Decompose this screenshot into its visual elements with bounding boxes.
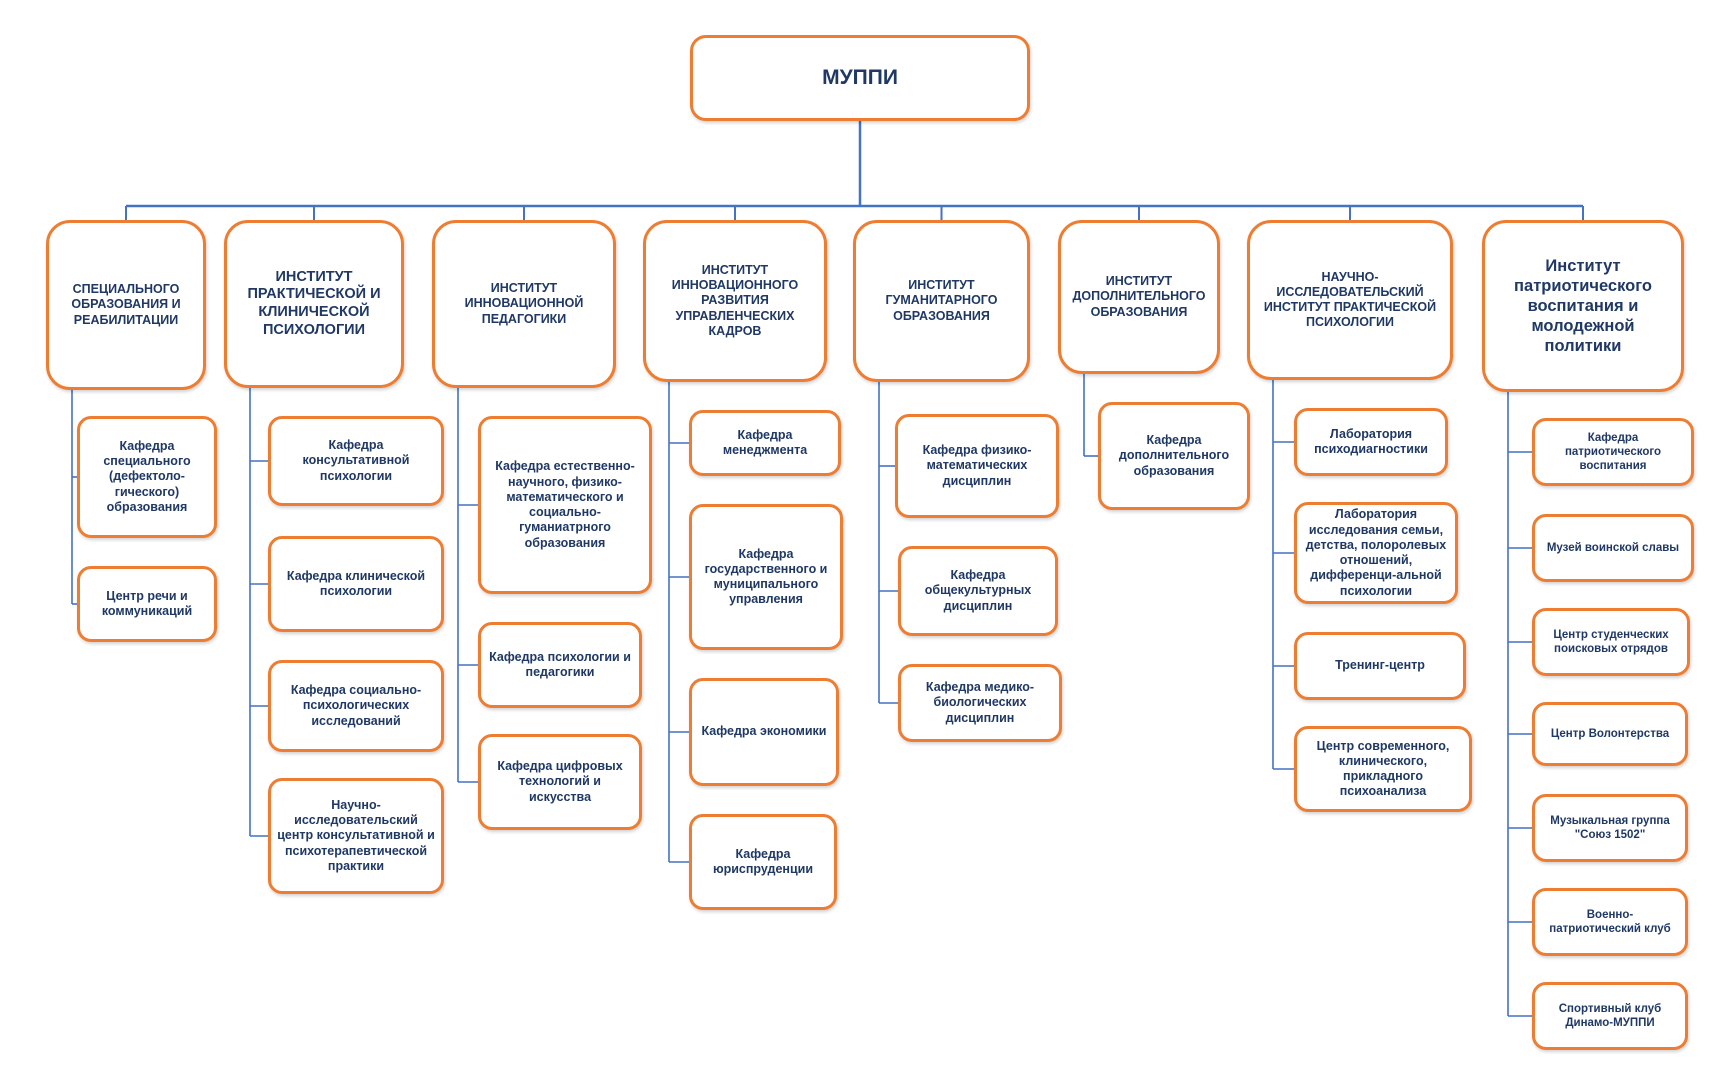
unit-state-municipal-dept: Кафедра государственного и муниципальног… bbox=[689, 504, 843, 650]
unit-student-search-teams-center: Центр студенческих поисковых отрядов bbox=[1532, 608, 1690, 676]
institute-humanities: ИНСТИТУТ ГУМАНИТАРНОГО ОБРАЗОВАНИЯ bbox=[853, 220, 1030, 382]
institute-practical-clinical-psychology: ИНСТИТУТ ПРАКТИЧЕСКОЙ И КЛИНИЧЕСКОЙ ПСИХ… bbox=[224, 220, 404, 388]
institute-research-practical-psychology: НАУЧНО-ИССЛЕДОВАТЕЛЬСКИЙ ИНСТИТУТ ПРАКТИ… bbox=[1247, 220, 1453, 380]
institute-management-personnel: ИНСТИТУТ ИННОВАЦИОННОГО РАЗВИТИЯ УПРАВЛЕ… bbox=[643, 220, 827, 382]
unit-clinical-psychology-dept: Кафедра клинической психологии bbox=[268, 536, 444, 632]
unit-management-dept: Кафедра менеджмента bbox=[689, 410, 841, 476]
unit-medical-biology-dept: Кафедра медико-биологических дисциплин bbox=[898, 664, 1062, 742]
unit-general-culture-dept: Кафедра общекультурных дисциплин bbox=[898, 546, 1058, 636]
unit-dynamo-sports-club: Спортивный клуб Динамо-МУППИ bbox=[1532, 982, 1688, 1050]
unit-economics-dept: Кафедра экономики bbox=[689, 678, 839, 786]
unit-music-group: Музыкальная группа "Союз 1502" bbox=[1532, 794, 1688, 862]
unit-psychoanalysis-center: Центр современного, клинического, прикла… bbox=[1294, 726, 1472, 812]
unit-natural-science-dept: Кафедра естественно-научного, физико-мат… bbox=[478, 416, 652, 594]
institute-patriotic-education: Институт патриотического воспитания и мо… bbox=[1482, 220, 1684, 392]
unit-social-psych-research-dept: Кафедра социально-психологических исслед… bbox=[268, 660, 444, 752]
unit-speech-center: Центр речи и коммуникаций bbox=[77, 566, 217, 642]
unit-physics-math-dept: Кафедра физико-математических дисциплин bbox=[895, 414, 1059, 518]
root-node: МУППИ bbox=[690, 35, 1030, 121]
institute-innovative-pedagogy: ИНСТИТУТ ИННОВАЦИОННОЙ ПЕДАГОГИКИ bbox=[432, 220, 616, 388]
institute-additional-education: ИНСТИТУТ ДОПОЛНИТЕЛЬНОГО ОБРАЗОВАНИЯ bbox=[1058, 220, 1220, 374]
unit-research-center-counseling: Научно-исследовательский центр консульта… bbox=[268, 778, 444, 894]
unit-psychology-pedagogy-dept: Кафедра психологии и педагогики bbox=[478, 622, 642, 708]
unit-jurisprudence-dept: Кафедра юриспруденции bbox=[689, 814, 837, 910]
unit-special-education-dept: Кафедра специального (дефектоло-гическог… bbox=[77, 416, 217, 538]
unit-training-center: Тренинг-центр bbox=[1294, 632, 1466, 700]
unit-military-patriotic-club: Военно-патриотический клуб bbox=[1532, 888, 1688, 956]
unit-digital-technology-dept: Кафедра цифровых технологий и искусства bbox=[478, 734, 642, 830]
institute-special-education: СПЕЦИАЛЬНОГО ОБРАЗОВАНИЯ И РЕАБИЛИТАЦИИ bbox=[46, 220, 206, 390]
unit-additional-education-dept: Кафедра дополнительного образования bbox=[1098, 402, 1250, 510]
unit-volunteer-center: Центр Волонтерства bbox=[1532, 702, 1688, 766]
unit-family-research-lab: Лаборатория исследования семьи, детства,… bbox=[1294, 502, 1458, 604]
unit-counseling-psychology-dept: Кафедра консультативной психологии bbox=[268, 416, 444, 506]
unit-military-glory-museum: Музей воинской славы bbox=[1532, 514, 1694, 582]
unit-psychodiagnostics-lab: Лаборатория психодиагностики bbox=[1294, 408, 1448, 476]
unit-patriotic-education-dept: Кафедра патриотического воспитания bbox=[1532, 418, 1694, 486]
